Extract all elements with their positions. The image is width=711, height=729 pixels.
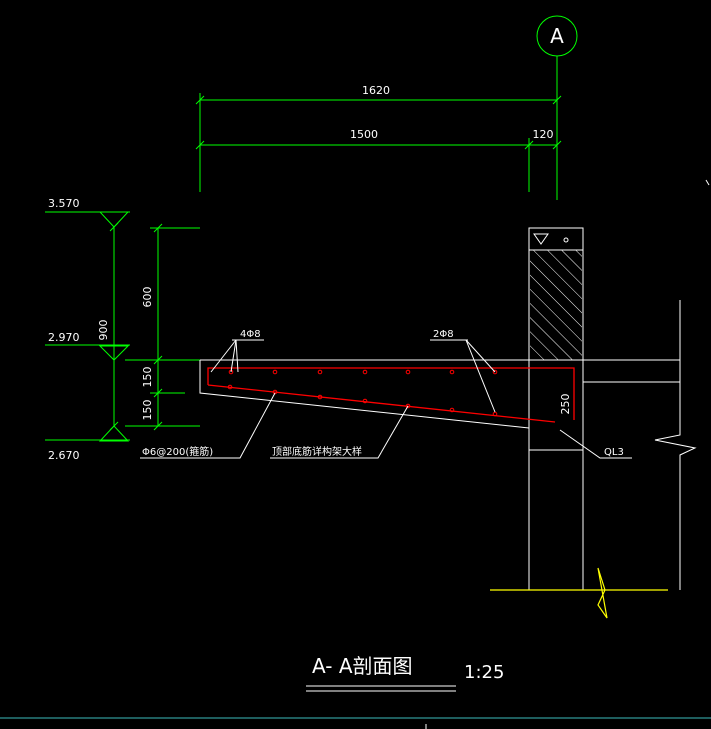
axis-bubble-label: A [550, 24, 564, 48]
label-beam: QL3 [604, 447, 624, 458]
edge-tick [705, 179, 710, 186]
ground-boundary [490, 567, 668, 619]
label-stirrup: Φ6@200(箍筋) [142, 445, 213, 458]
vertical-dimensions [45, 211, 200, 442]
elevation-middle: 2.970 [48, 331, 80, 344]
leaders [140, 339, 632, 459]
dim-height-total: 900 [97, 320, 110, 341]
dim-wall-offset: 120 [533, 128, 554, 141]
drawing-title: A- A剖面图 [312, 654, 413, 678]
dim-height-upper: 600 [141, 287, 154, 308]
drawing-scale: 1:25 [464, 662, 504, 683]
wall-hatch [530, 250, 582, 360]
horizontal-dimensions [195, 93, 562, 192]
rebar-cage [207, 367, 575, 423]
structure-outline [199, 227, 697, 590]
label-top-bars-right: 2Φ8 [433, 329, 454, 340]
elevation-bottom: 2.670 [48, 449, 80, 462]
dim-beam-depth: 250 [559, 394, 572, 415]
dim-overall-width: 1620 [362, 84, 390, 97]
elevation-top: 3.570 [48, 197, 80, 210]
axis-bubble [536, 15, 578, 200]
title-underline [306, 685, 456, 692]
dim-slab-width: 1500 [350, 128, 378, 141]
label-detail-note: 顶部底筋详构架大样 [272, 445, 362, 458]
label-top-bars-left: 4Φ8 [240, 329, 261, 340]
wall-top-cap [529, 233, 583, 251]
dim-height-mid: 150 [141, 367, 154, 388]
dim-height-low: 150 [141, 400, 154, 421]
rebar-dots [227, 369, 498, 417]
